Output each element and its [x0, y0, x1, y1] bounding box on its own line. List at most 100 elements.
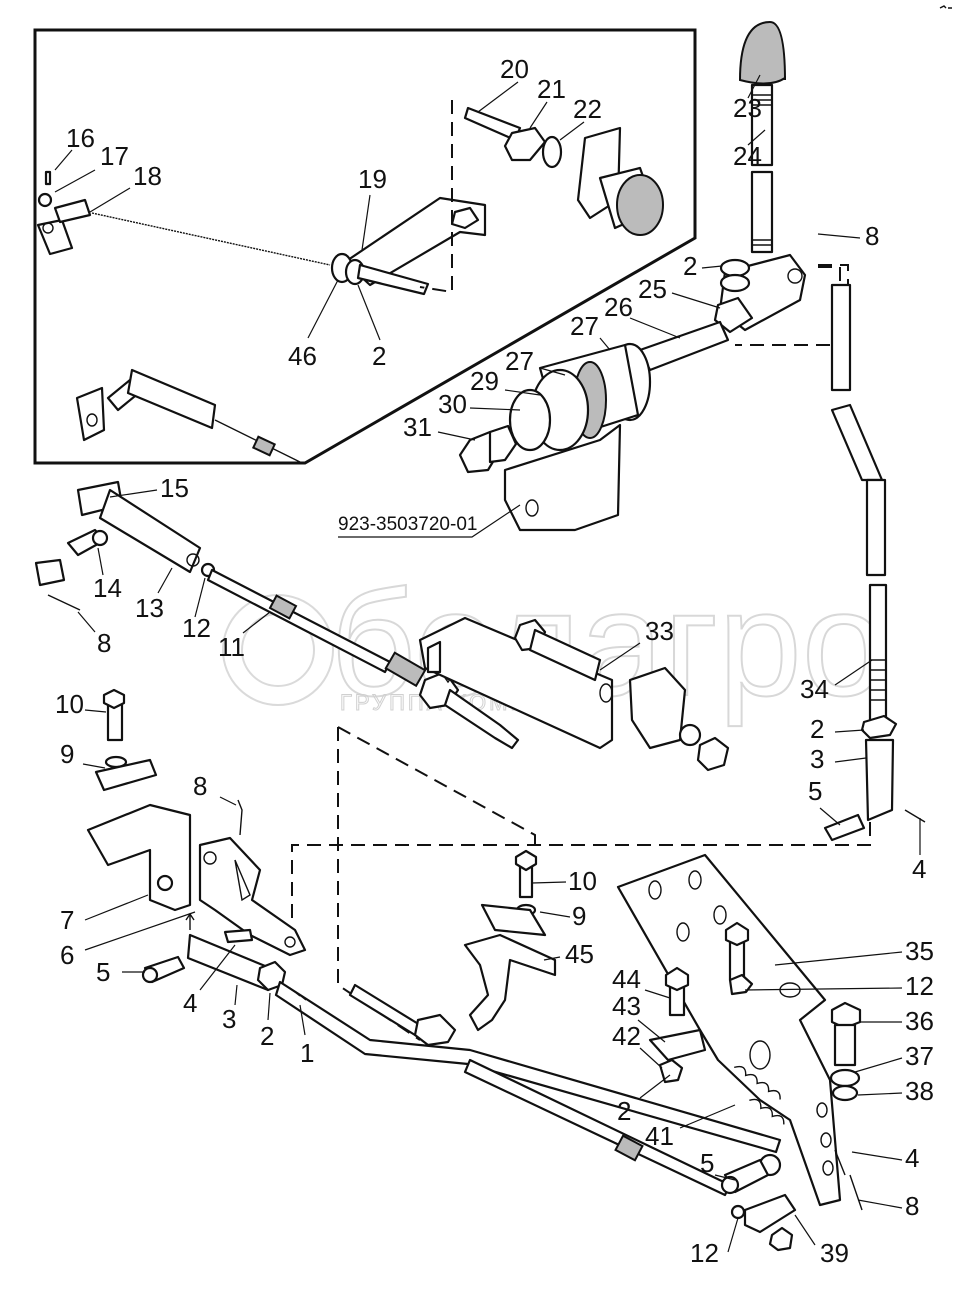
callout-23: 23	[733, 93, 762, 123]
callout-17: 17	[100, 141, 129, 171]
callout-43: 43	[612, 991, 641, 1021]
callout-22: 22	[573, 94, 602, 124]
callout-leader-14	[97, 547, 104, 576]
callout-9: 9	[572, 901, 586, 931]
callout-27: 27	[505, 346, 534, 376]
callout-11: 11	[218, 632, 245, 662]
callout-leader-3	[834, 757, 867, 763]
callout-leader-8	[817, 233, 861, 239]
callout-38: 38	[905, 1076, 934, 1106]
callout-leader-2	[834, 729, 865, 733]
callout-leader-16	[54, 149, 73, 171]
callout-8: 8	[97, 628, 111, 658]
callout-31: 31	[403, 412, 432, 442]
threaded-rod	[638, 320, 730, 372]
callout-leader-38	[857, 1092, 903, 1096]
callout-leader-18	[89, 187, 131, 213]
callout-leader-44	[644, 989, 671, 999]
callout-leader-13	[157, 567, 173, 594]
callout-8: 8	[905, 1191, 919, 1221]
cable-end-fork	[36, 170, 92, 256]
callout-leader-10	[84, 709, 107, 713]
callout-33: 33	[645, 616, 674, 646]
inset-frame	[33, 28, 697, 465]
gear-lever	[738, 20, 786, 254]
inset-dashed-guide	[419, 100, 453, 294]
callout-12: 12	[905, 971, 934, 1001]
inset-cable-fitting	[75, 368, 301, 463]
callout-leader-8	[77, 611, 96, 633]
callout-leader-31	[437, 431, 476, 441]
shift-lever-arm	[198, 799, 307, 957]
callout-3: 3	[222, 1004, 236, 1034]
callout-13: 13	[135, 593, 164, 623]
callout-27: 27	[570, 311, 599, 341]
callout-leader-12	[744, 987, 903, 991]
control-cable	[200, 562, 520, 750]
callout-45: 45	[565, 939, 594, 969]
left-mounting-bracket	[86, 688, 192, 912]
callout-10: 10	[55, 689, 84, 719]
callout-37: 37	[905, 1041, 934, 1071]
callout-10: 10	[568, 866, 597, 896]
callout-24: 24	[733, 141, 762, 171]
callout-leader-22	[559, 121, 585, 141]
cotter-pin-4	[834, 1149, 846, 1176]
callout-leader-1	[299, 1004, 306, 1036]
callout-7: 7	[60, 905, 74, 935]
callout-19: 19	[358, 164, 387, 194]
callout-5: 5	[96, 957, 110, 987]
callout-8: 8	[193, 771, 207, 801]
callout-29: 29	[470, 366, 499, 396]
cable-fork-end	[34, 480, 202, 611]
callout-leader-30	[469, 407, 521, 411]
shift-rod	[291, 283, 926, 918]
callout-leader-35	[774, 951, 903, 966]
watermark-logo-icon	[222, 594, 334, 706]
callout-4: 4	[905, 1143, 919, 1173]
callout-leader-27	[599, 337, 611, 351]
callout-leader-42	[639, 1047, 663, 1069]
callout-leader-41	[679, 1104, 736, 1129]
callout-1: 1	[300, 1038, 314, 1068]
callout-21: 21	[537, 74, 566, 104]
callout-leader-39	[794, 1214, 816, 1246]
callout-leader-27	[539, 367, 566, 376]
clevis-pin-head	[720, 1175, 740, 1195]
rod-end-39	[730, 1193, 797, 1252]
callout-2: 2	[810, 714, 824, 744]
callout-leader-2	[267, 992, 271, 1021]
callout-30: 30	[438, 389, 467, 419]
assembly-part-number-label: 923-3503720-01	[338, 504, 521, 538]
callout-leader-15	[109, 489, 158, 498]
callout-2: 2	[617, 1096, 631, 1126]
cotter-pin-8	[849, 1174, 863, 1211]
callout-leader-29	[504, 389, 541, 396]
callout-leader-12	[727, 1217, 739, 1253]
callout-leader-17	[54, 169, 96, 193]
callout-6: 6	[60, 940, 74, 970]
right-dashed-guide	[818, 264, 849, 290]
callout-leader-19	[361, 194, 371, 251]
callout-35: 35	[905, 936, 934, 966]
callout-26: 26	[604, 292, 633, 322]
callout-46: 46	[288, 341, 317, 371]
callout-44: 44	[612, 964, 641, 994]
callout-20: 20	[500, 54, 529, 84]
callout-4: 4	[183, 988, 197, 1018]
cable-bracket	[418, 616, 730, 772]
callout-18: 18	[133, 161, 162, 191]
callout-5: 5	[808, 776, 822, 806]
inset-cable	[91, 212, 331, 266]
inset-bracket	[343, 196, 487, 287]
callout-leader-5	[714, 1174, 736, 1181]
assembly-part-number: 923-3503720-01	[338, 514, 477, 535]
callout-leader-2	[701, 265, 723, 269]
callout-leader-37	[854, 1057, 903, 1073]
callout-leader-12	[194, 577, 206, 618]
callout-9: 9	[60, 739, 74, 769]
callout-leader-3	[234, 984, 238, 1006]
clutch-pedal	[616, 853, 842, 1207]
